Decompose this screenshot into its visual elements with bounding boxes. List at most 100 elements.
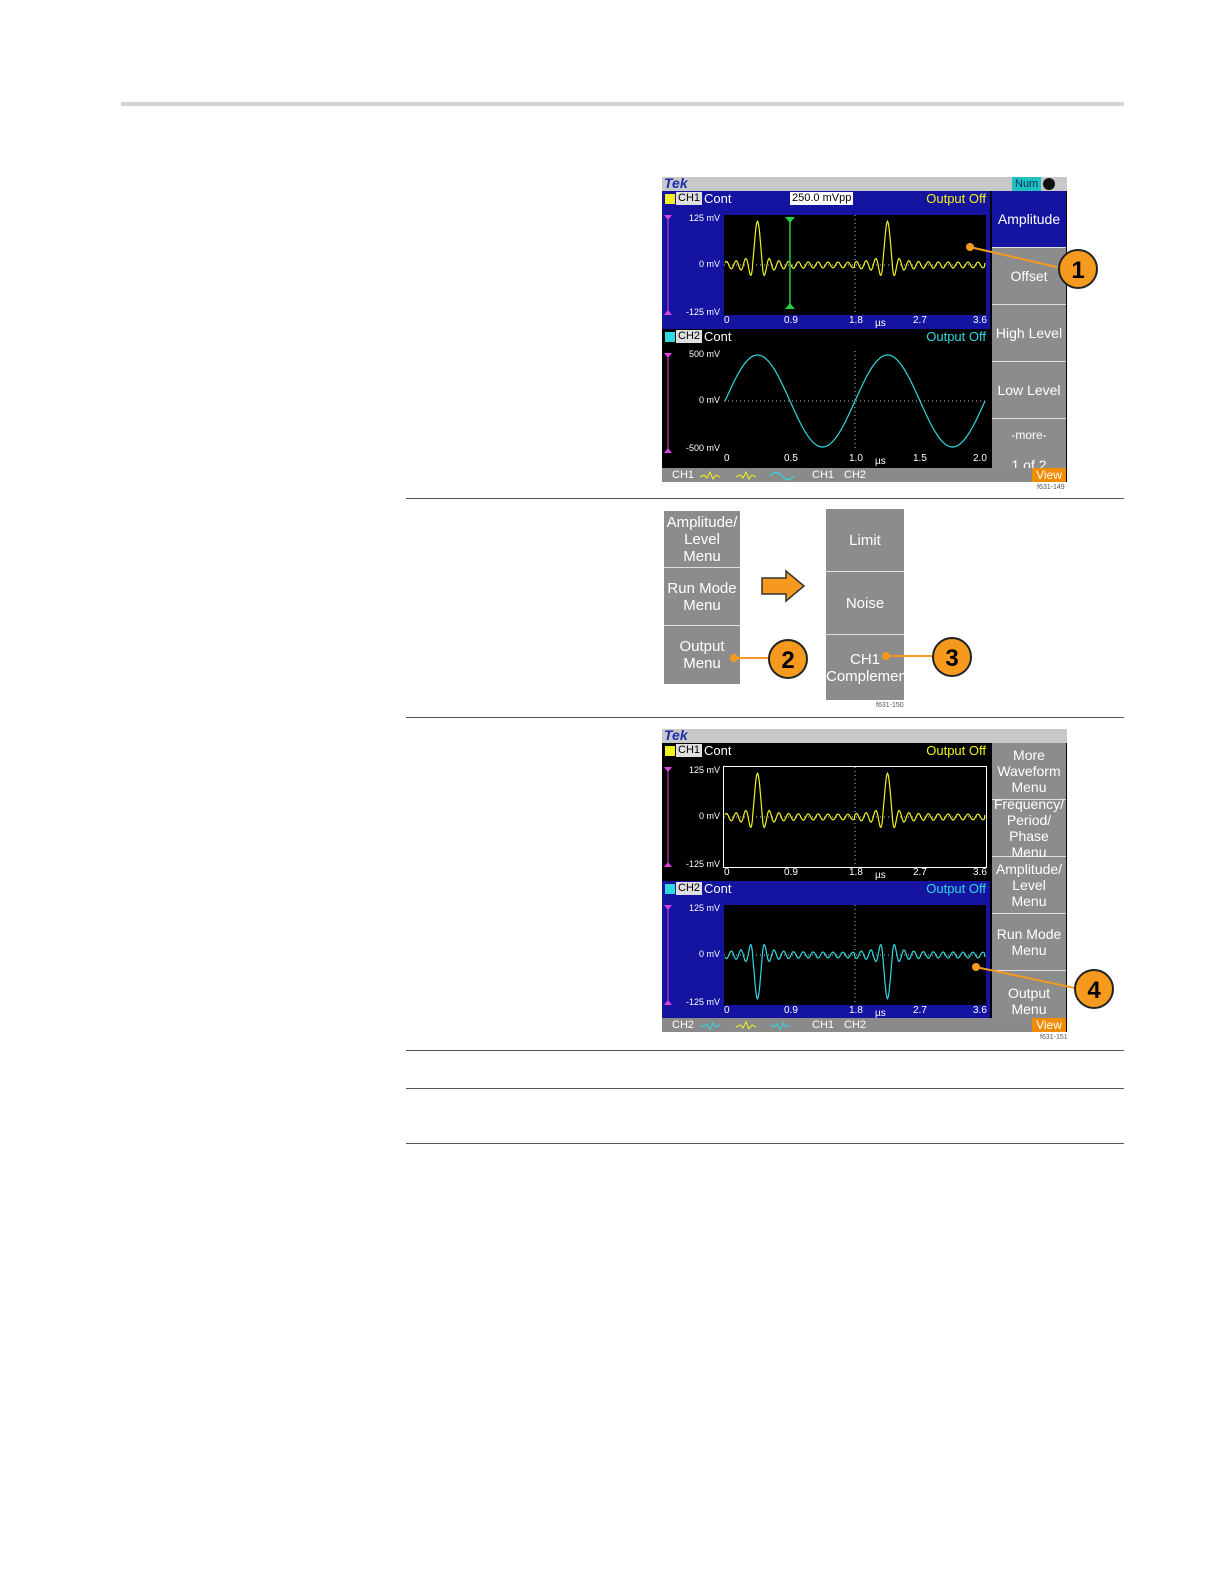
waveform-trace [724,354,986,448]
softkey-low-level[interactable]: Low Level [992,362,1066,419]
amplitude-value-box[interactable]: 250.0 mVpp [790,192,854,205]
menu-output-line1: Output [679,638,725,655]
brand-logo: Tek [664,177,688,191]
bottom-ch1-tab[interactable]: CH1 [812,1019,835,1031]
ch1-panel[interactable]: CH1 Cont Output Off 125 mV 0 mV -125 mV … [662,743,990,881]
waveform-trace [724,943,986,1001]
menu-limit-label: Limit [849,531,881,549]
softkey-line: Phase Menu [1009,828,1049,860]
ch1-y-bot-label: -125 mV [685,859,720,869]
brand-logo: Tek [664,729,688,743]
menu-amplitude-level-line1: Amplitude/ [666,513,738,531]
ch1-x-tick: 1.8 [849,315,863,326]
ch1-output-status: Output Off [926,743,986,758]
ch2-panel[interactable]: CH2 Cont Output Off 500 mV 0 mV -500 mV … [662,329,990,468]
screen-bottom-bar: CH2 CH1 CH2 View [662,1018,1066,1032]
softkey-line: Run Mode [996,926,1062,942]
menu-run-mode[interactable]: Run Mode Menu [664,568,740,626]
callout-3-leader [886,655,934,657]
menu-ch1-complement[interactable]: CH1 Complement [826,635,912,700]
figure-id-2: f631-150 [876,702,904,709]
header-rule [121,102,1124,106]
ch2-plot [724,351,986,451]
ch2-waveform [724,351,986,451]
ch1-y-top-label: 125 mV [688,213,720,223]
waveform-trace [724,219,986,277]
amplitude-marker [785,217,795,309]
view-button[interactable]: View [1032,468,1066,482]
ch1-x-tick: 0.9 [784,867,798,878]
view-button[interactable]: View [1032,1018,1066,1032]
menu-amplitude-level[interactable]: Amplitude/ Level Menu [664,511,740,568]
ch2-x-tick: 1.8 [849,1005,863,1016]
menu-output[interactable]: Output Menu [664,626,740,684]
ch1-label: CH1 [676,192,703,205]
ch1-plot [723,766,987,868]
ch2-x-tick: 0 [724,453,730,464]
ch2-x-unit: µs [875,456,886,467]
callout-4: 4 [1074,969,1114,1009]
ch1-x-tick: 1.8 [849,867,863,878]
ch2-color-swatch [665,884,675,894]
screen-top-bar: Tek [662,729,1067,743]
softkey-line: Menu [1011,779,1047,795]
softkey-line: Frequency/ [993,796,1065,812]
menu-run-mode-line1: Run Mode [667,579,737,597]
ch2-x-unit: µs [875,1008,886,1019]
ch1-plot [724,215,986,315]
ch2-y-mid-label: 0 mV [698,949,720,959]
softkey-amplitude-level-menu[interactable]: Amplitude/ Level Menu [992,857,1066,914]
ch2-y-mid-label: 0 mV [698,395,720,405]
ch2-x-tick: 0.5 [784,453,798,464]
figure-id-3: f631-151 [1040,1034,1068,1041]
menu-noise[interactable]: Noise [826,572,904,635]
waveform-thumbnail-icon [699,1020,791,1031]
ch1-x-tick: 2.7 [913,315,927,326]
callout-2-leader [734,657,770,659]
ch2-plot [724,905,986,1005]
softkey-run-mode-menu[interactable]: Run Mode Menu [992,914,1066,971]
ch1-mode: Cont [704,191,732,206]
softkey-amplitude[interactable]: Amplitude [992,191,1066,248]
ch2-label: CH2 [676,882,703,895]
bottom-ch1-tab[interactable]: CH1 [812,469,835,481]
ch2-x-tick: 0 [724,1005,730,1016]
ch2-header: CH2 Cont Output Off [662,881,990,897]
softkey-more-waveform-menu[interactable]: More Waveform Menu [992,743,1066,800]
ch2-mode: Cont [704,881,732,896]
softkey-high-level[interactable]: High Level [992,305,1066,362]
ch2-output-status: Output Off [926,881,986,896]
menu-run-mode-line2: Menu [683,596,721,614]
num-indicator: Num [1012,177,1042,191]
softkey-line: Level [1012,877,1046,893]
ch2-panel[interactable]: CH2 Cont Output Off 125 mV 0 mV -125 mV … [662,881,990,1019]
bottom-channel-label: CH1 [672,469,695,481]
ch1-panel[interactable]: CH1 Cont 250.0 mVpp Output Off 125 mV 0 … [662,191,990,329]
ch2-y-top-label: 500 mV [688,349,720,359]
step-divider [406,717,1124,718]
ch2-y-top-label: 125 mV [688,903,720,913]
ch2-x-tick: 1.0 [849,453,863,464]
menu-ch1-complement-line2: Complement [826,667,912,685]
bottom-ch2-tab[interactable]: CH2 [844,469,867,481]
instrument-screen-1: Tek Num CH1 Cont 250.0 mVpp Output Off 1… [662,177,1067,482]
bottom-ch2-tab[interactable]: CH2 [844,1019,867,1031]
ch2-label: CH2 [676,330,703,343]
ch1-mode: Cont [704,743,732,758]
ch1-waveform [724,215,986,315]
ch1-x-unit: µs [875,870,886,881]
menu-output-line2: Menu [683,655,721,672]
waveform-trace [724,771,986,829]
softkey-offset[interactable]: Offset [992,248,1066,305]
figure-id-1: f631-149 [1037,484,1065,491]
ch1-y-bot-label: -125 mV [685,307,720,317]
screen-bottom-bar: CH1 CH1 CH2 View [662,468,1066,482]
ch1-x-unit: µs [875,318,886,329]
callout-3: 3 [932,637,972,677]
softkey-line: Menu [1011,1001,1047,1017]
ch1-y-mid-label: 0 mV [698,259,720,269]
softkey-frequency-period-phase-menu[interactable]: Frequency/ Period/ Phase Menu [992,796,1066,860]
ch1-header: CH1 Cont 250.0 mVpp Output Off [662,191,990,207]
menu-limit[interactable]: Limit [826,509,904,572]
ch1-x-tick: 3.6 [973,867,987,878]
